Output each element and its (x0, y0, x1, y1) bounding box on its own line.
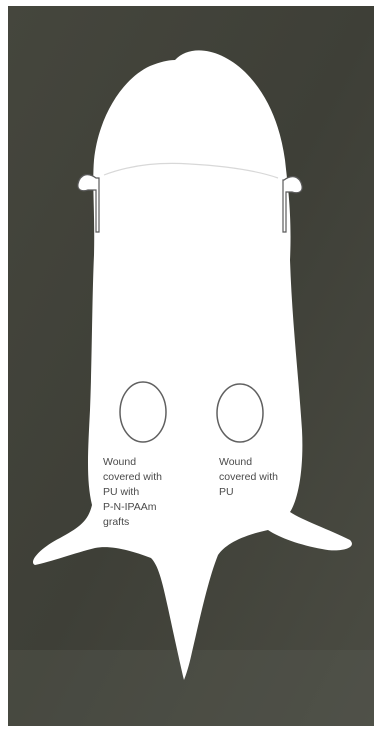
wound-right-label-line: Wound (219, 456, 252, 468)
wound-left-label-line: covered with (103, 471, 162, 483)
wound-right-label-line: covered with (219, 471, 278, 483)
wound-left-label-line: PU with (103, 486, 139, 498)
wound-left-label-line: Wound (103, 456, 136, 468)
photo-bottom-shade (8, 650, 374, 726)
wound-right-label-line: PU (219, 486, 234, 498)
wound-left-label-line: P-N-IPAAm (103, 501, 157, 513)
wound-left-label-line: grafts (103, 516, 129, 528)
